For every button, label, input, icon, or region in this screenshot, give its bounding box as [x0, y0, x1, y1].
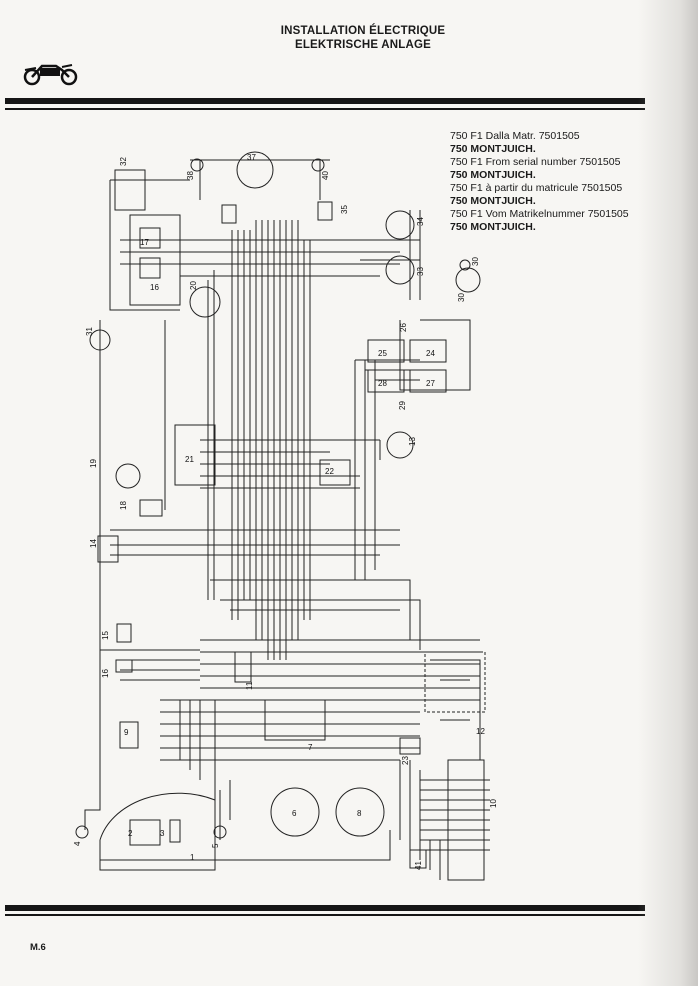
svg-text:28: 28 [378, 379, 387, 388]
svg-text:2: 2 [128, 829, 133, 838]
svg-text:10: 10 [489, 799, 498, 808]
svg-text:18: 18 [119, 501, 128, 510]
bottom-rule [5, 905, 645, 911]
svg-text:26: 26 [399, 323, 408, 332]
svg-text:9: 9 [124, 728, 129, 737]
svg-text:4: 4 [73, 841, 82, 846]
svg-text:41: 41 [414, 861, 423, 870]
svg-text:19: 19 [89, 459, 98, 468]
svg-text:35: 35 [340, 205, 349, 214]
page-number: M.6 [30, 942, 46, 953]
svg-text:32: 32 [119, 157, 128, 166]
svg-text:6: 6 [292, 809, 297, 818]
svg-text:17: 17 [140, 238, 149, 247]
svg-text:3: 3 [160, 829, 165, 838]
bottom-rule-thin [5, 914, 645, 916]
svg-text:22: 22 [325, 467, 334, 476]
svg-text:23: 23 [401, 756, 410, 765]
svg-text:16: 16 [101, 669, 110, 678]
svg-text:14: 14 [89, 539, 98, 548]
top-rule-thin [5, 108, 645, 110]
motorcycle-logo-icon [23, 64, 78, 86]
svg-text:27: 27 [426, 379, 435, 388]
scan-edge-shadow [638, 0, 698, 986]
svg-text:16: 16 [150, 283, 159, 292]
top-rule [5, 98, 645, 104]
svg-text:40: 40 [321, 171, 330, 180]
svg-text:13: 13 [408, 437, 417, 446]
svg-text:12: 12 [476, 727, 485, 736]
svg-text:30: 30 [471, 257, 480, 266]
svg-text:1: 1 [190, 853, 195, 862]
svg-text:8: 8 [357, 809, 362, 818]
title-german: ELEKTRISCHE ANLAGE [294, 39, 432, 51]
svg-text:24: 24 [426, 349, 435, 358]
svg-text:29: 29 [398, 401, 407, 410]
svg-text:15: 15 [101, 631, 110, 640]
svg-text:11: 11 [245, 681, 254, 690]
svg-text:34: 34 [416, 217, 425, 226]
svg-text:21: 21 [185, 455, 194, 464]
svg-text:37: 37 [247, 153, 256, 162]
svg-text:33: 33 [416, 267, 425, 276]
svg-text:20: 20 [189, 281, 198, 290]
svg-text:25: 25 [378, 349, 387, 358]
svg-text:7: 7 [308, 743, 313, 752]
svg-text:38: 38 [186, 171, 195, 180]
page-title: INSTALLATION ÉLECTRIQUE ELEKTRISCHE ANLA… [0, 24, 698, 52]
svg-text:31: 31 [85, 327, 94, 336]
svg-text:30: 30 [457, 293, 466, 302]
svg-text:5: 5 [211, 843, 220, 848]
title-french: INSTALLATION ÉLECTRIQUE [280, 25, 446, 37]
